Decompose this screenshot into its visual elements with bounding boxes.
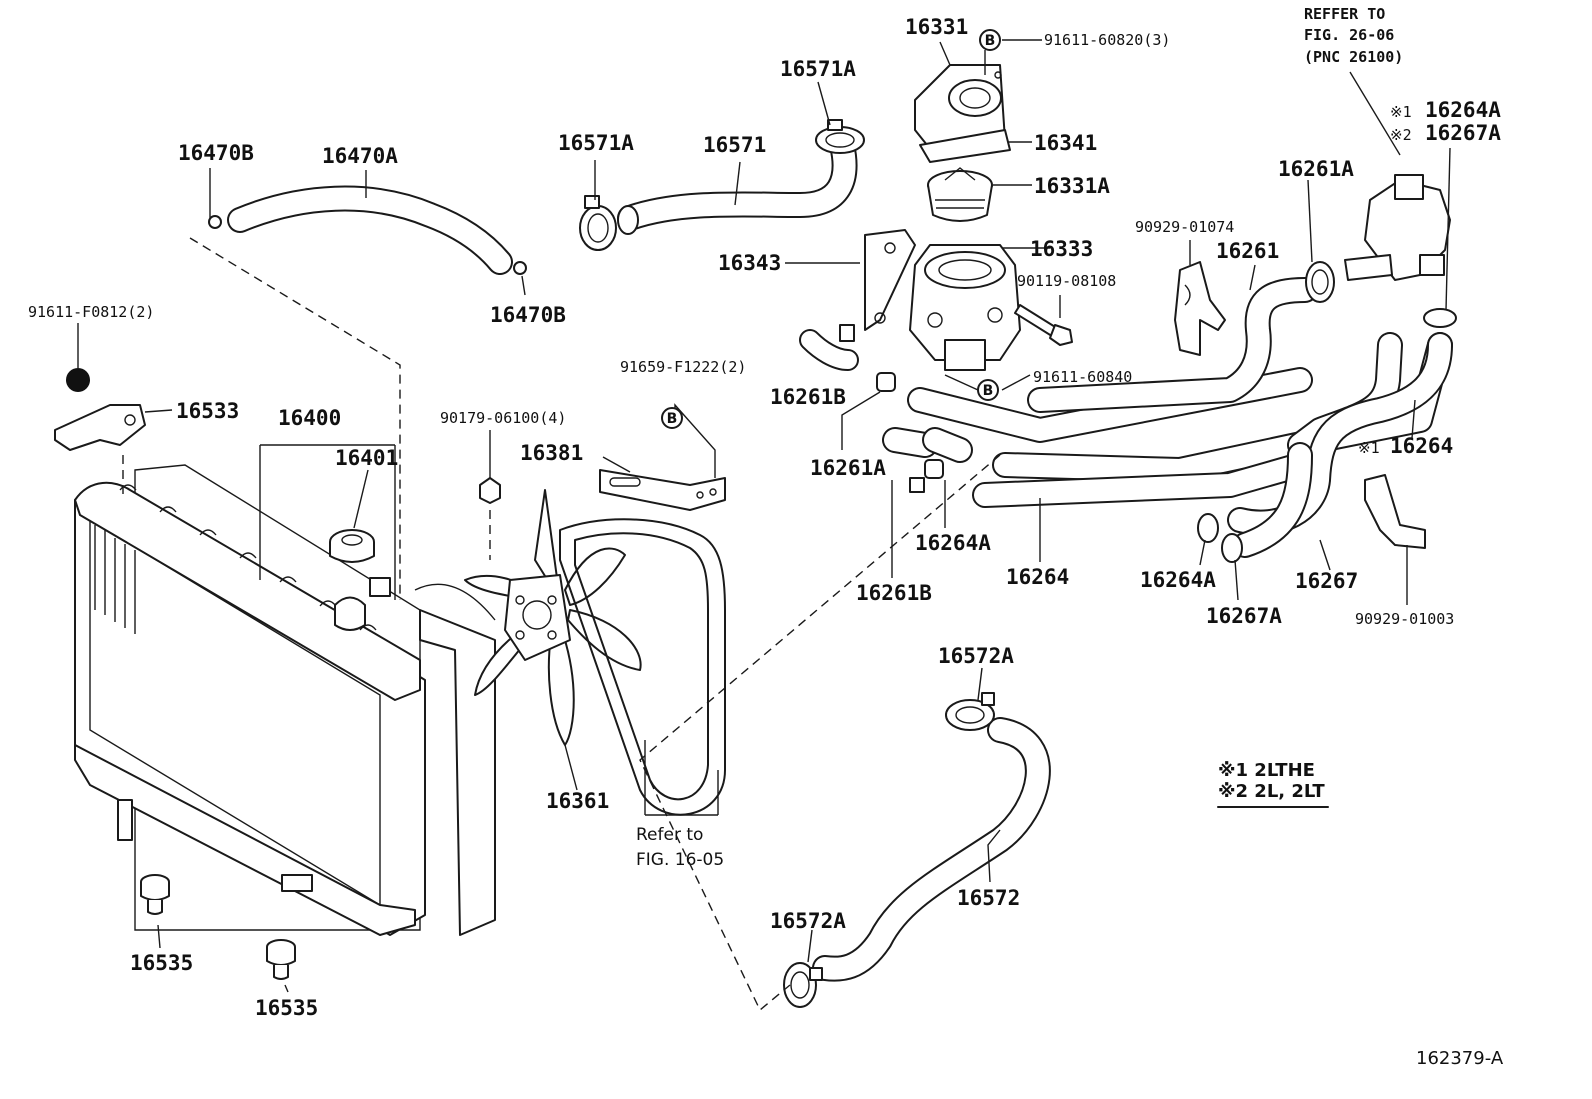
refer-note-16: FIG. 16-05: [636, 850, 724, 870]
label-16343: 16343: [718, 251, 781, 275]
cooling-fan: [464, 489, 642, 746]
label-16331: 16331: [905, 15, 968, 39]
label-16572A: 16572A: [938, 644, 1014, 668]
hose-bracket: [1364, 474, 1426, 549]
hose-clamp: [909, 459, 944, 493]
label-16381: 16381: [520, 441, 583, 465]
label-16571: 16571: [703, 133, 766, 157]
label-91659-F1222: 91659-F1222(2): [620, 358, 746, 376]
label-90179-06100: 90179-06100(4): [440, 409, 566, 427]
label-16333: 16333: [1030, 237, 1093, 261]
svg-text:B: B: [985, 33, 996, 49]
overflow-hose: [227, 185, 513, 275]
fan-shroud: [414, 583, 496, 936]
svg-text:B: B: [983, 383, 994, 399]
label-16261B: 16261B: [770, 385, 846, 409]
label-16264A: 16264A: [1425, 98, 1501, 122]
cushion-lower: [140, 874, 170, 915]
model-legend: ※1 2LTHE ※2 2L, 2LT: [1217, 760, 1329, 808]
thermostat: [927, 167, 993, 222]
hose-clamp: [579, 195, 617, 251]
hose-clamp: [945, 692, 995, 731]
label-16267: 16267: [1295, 569, 1358, 593]
legend-line-1: ※1 2LTHE: [1218, 760, 1315, 781]
label-16331A: 16331A: [1034, 174, 1110, 198]
label-16264A: 16264A: [1140, 568, 1216, 592]
refer-note-26: (PNC 26100): [1304, 48, 1403, 66]
refer-note-26: REFFER TO: [1304, 5, 1385, 23]
hose-clip: [208, 215, 527, 275]
hose-clamp: [1197, 308, 1457, 563]
refer-note-16: Refer to: [636, 825, 703, 845]
water-bypass-pipe: [799, 324, 859, 371]
b-marker: B: [977, 379, 999, 401]
label-16571A: 16571A: [780, 57, 856, 81]
label-91611-60840: 91611-60840: [1033, 368, 1132, 386]
label-16572A: 16572A: [770, 909, 846, 933]
label-16267A: 16267A: [1206, 604, 1282, 628]
variant-mark-1: ※1: [1358, 439, 1380, 457]
hose-clamp: [1305, 261, 1335, 303]
diagram-id: 162379-A: [1416, 1048, 1504, 1069]
lower-radiator-hose: [812, 717, 1051, 982]
label-16341: 16341: [1034, 131, 1097, 155]
leader-lines: [77, 39, 1451, 993]
label-91611-F0812: 91611-F0812(2): [28, 303, 154, 321]
bolt: [1014, 304, 1073, 346]
support-bracket: [54, 404, 146, 451]
bypass-hose: [1027, 277, 1318, 413]
upper-radiator-hose: [617, 132, 858, 235]
part-labels: 16470B 16470A 16470B 91611-F0812(2) 1653…: [28, 5, 1501, 1020]
fan-bracket: [599, 469, 726, 511]
radiator-assembly: [74, 464, 426, 936]
bolt-mark: [66, 368, 90, 392]
phantom-lines: [122, 237, 1001, 1012]
hose-clamp: [876, 372, 896, 392]
hose-clamp: [815, 119, 865, 154]
b-marker: B: [661, 407, 683, 429]
refer-note-26: FIG. 26-06: [1304, 26, 1394, 44]
label-16264: 16264: [1006, 565, 1069, 589]
label-16261: 16261: [1216, 239, 1279, 263]
label-16571A: 16571A: [558, 131, 634, 155]
label-16533: 16533: [176, 399, 239, 423]
cushion-lower: [266, 939, 296, 980]
radiator-cap: [329, 529, 375, 563]
label-16361: 16361: [546, 789, 609, 813]
b-marker: B: [979, 29, 1001, 51]
label-16261B: 16261B: [856, 581, 932, 605]
water-outlet-pipe: [1344, 174, 1451, 281]
drive-belt: [559, 518, 726, 816]
label-16572: 16572: [957, 886, 1020, 910]
label-16264A: 16264A: [915, 531, 991, 555]
hose-clamp-bracket: [1174, 261, 1226, 356]
water-outlet: [914, 64, 1006, 156]
label-16535: 16535: [130, 951, 193, 975]
label-16470B: 16470B: [178, 141, 254, 165]
heater-hoses: [1227, 332, 1453, 558]
fan-nut: [479, 477, 501, 504]
label-16401: 16401: [335, 446, 398, 470]
label-16470A: 16470A: [322, 144, 398, 168]
label-16261A: 16261A: [810, 456, 886, 480]
outlet-gasket: [919, 129, 1011, 163]
label-16267A: 16267A: [1425, 121, 1501, 145]
label-16264: 16264: [1390, 434, 1453, 458]
legend-line-2: ※2 2L, 2LT: [1218, 781, 1325, 802]
label-90929-01074: 90929-01074: [1135, 218, 1234, 236]
variant-mark-1: ※1: [1390, 103, 1412, 121]
label-16535: 16535: [255, 996, 318, 1020]
label-91611-60820: 91611-60820(3): [1044, 31, 1170, 49]
hose-clamp: [783, 962, 823, 1008]
svg-text:B: B: [667, 411, 678, 427]
variant-mark-2: ※2: [1390, 126, 1412, 144]
label-16400: 16400: [278, 406, 341, 430]
thermostat-housing: [909, 244, 1021, 371]
housing-bracket: [864, 229, 916, 331]
label-90119-08108: 90119-08108: [1017, 272, 1116, 290]
label-16261A: 16261A: [1278, 157, 1354, 181]
label-16470B: 16470B: [490, 303, 566, 327]
label-90929-01003: 90929-01003: [1355, 610, 1454, 628]
